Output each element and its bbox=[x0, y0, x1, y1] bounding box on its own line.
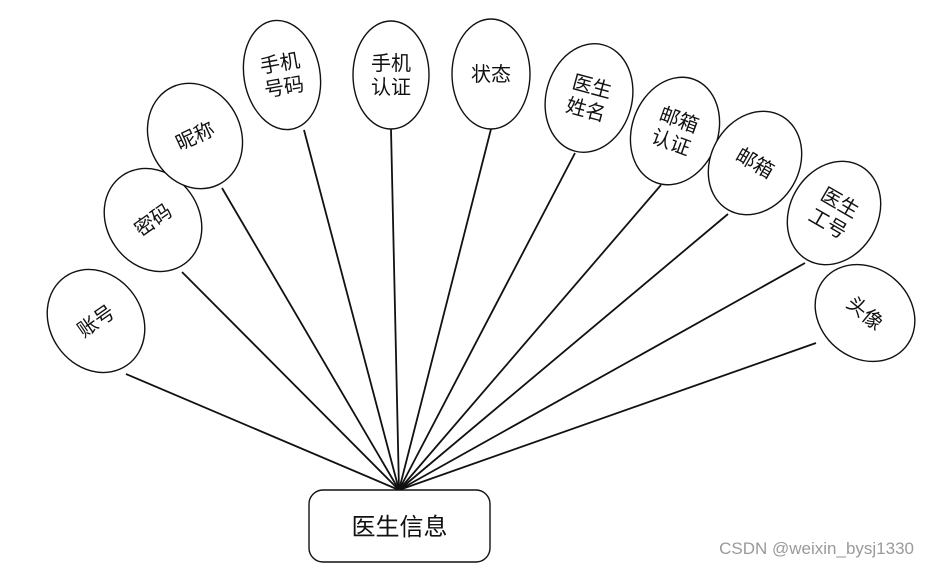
connector-phone-verify bbox=[390, 128, 400, 491]
attribute-ellipse bbox=[146, 82, 244, 190]
attribute-status: 状态 bbox=[451, 18, 531, 130]
connector-email bbox=[398, 213, 729, 491]
attribute-ellipse bbox=[707, 110, 803, 216]
attribute-label: 状态 bbox=[471, 62, 511, 86]
connector-avatar bbox=[398, 342, 817, 491]
connector-account bbox=[125, 373, 400, 491]
connector-doctor-name bbox=[398, 152, 576, 491]
connector-doctor-id bbox=[398, 262, 806, 491]
attribute-ellipse bbox=[352, 20, 430, 130]
attribute-email: 邮箱 bbox=[707, 110, 803, 216]
attribute-ellipse bbox=[786, 160, 882, 266]
attribute-account: 账号 bbox=[46, 268, 146, 374]
attribute-password: 密码 bbox=[103, 167, 203, 273]
connector-email-verify bbox=[398, 184, 662, 491]
attribute-ellipses: 账号密码昵称手机号码手机认证状态医生姓名邮箱认证邮箱医生工号头像 bbox=[46, 18, 916, 374]
connector-lines bbox=[125, 128, 817, 491]
entity-label: 医生信息 bbox=[352, 513, 448, 541]
attribute-avatar: 头像 bbox=[814, 263, 916, 363]
connector-phone-number bbox=[303, 129, 400, 491]
connector-nickname bbox=[221, 187, 400, 491]
attribute-ellipse bbox=[814, 263, 916, 363]
connector-status bbox=[398, 128, 492, 491]
attribute-ellipse bbox=[544, 43, 634, 153]
attribute-nickname: 昵称 bbox=[146, 82, 244, 190]
attribute-ellipse bbox=[451, 18, 531, 130]
connector-password bbox=[181, 271, 400, 491]
entity-box: 医生信息 bbox=[308, 489, 491, 563]
attribute-label: 手机 bbox=[371, 51, 411, 75]
watermark: CSDN @weixin_bysj1330 bbox=[719, 539, 914, 558]
attribute-label: 认证 bbox=[371, 75, 411, 99]
